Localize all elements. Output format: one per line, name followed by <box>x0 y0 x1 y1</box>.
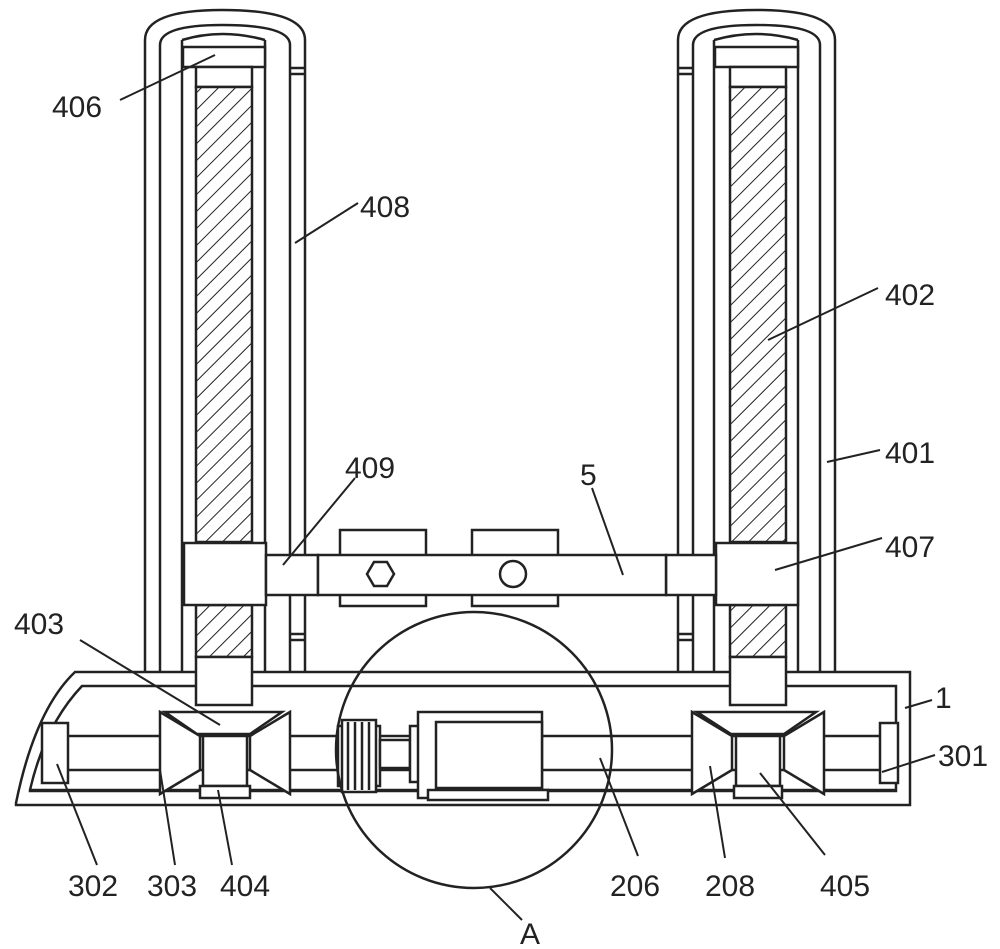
label-406: 406 <box>52 91 102 124</box>
label-405: 405 <box>820 870 870 903</box>
label-401: 401 <box>885 437 935 470</box>
label-402: 402 <box>885 279 935 312</box>
bearing-right <box>878 721 900 785</box>
label-206: 206 <box>610 870 660 903</box>
label-5: 5 <box>580 459 597 492</box>
detail-circle-a <box>334 610 614 890</box>
motor-body <box>434 720 544 790</box>
label-1: 1 <box>935 682 952 715</box>
cross-beam <box>264 528 718 608</box>
screw-rod-left <box>194 85 254 544</box>
leader-lines <box>56 54 936 921</box>
label-403: 403 <box>14 608 64 641</box>
screw-rod-right <box>728 85 788 544</box>
label-408: 408 <box>360 191 410 224</box>
top-cap-right <box>713 45 800 69</box>
slider-block-right <box>714 541 800 607</box>
label-208: 208 <box>705 870 755 903</box>
label-302: 302 <box>68 870 118 903</box>
hex-nut <box>365 560 396 588</box>
bearing-left <box>40 721 70 785</box>
label-303: 303 <box>147 870 197 903</box>
label-a: A <box>520 918 540 949</box>
left-column <box>143 8 307 672</box>
label-301: 301 <box>938 740 988 773</box>
part-labels: 406 408 402 401 409 5 407 403 1 301 302 … <box>14 91 988 949</box>
label-409: 409 <box>345 452 395 485</box>
round-nut <box>498 559 528 589</box>
base <box>14 610 912 890</box>
label-404: 404 <box>220 870 270 903</box>
label-407: 407 <box>885 531 935 564</box>
slider-block-left <box>182 541 268 607</box>
